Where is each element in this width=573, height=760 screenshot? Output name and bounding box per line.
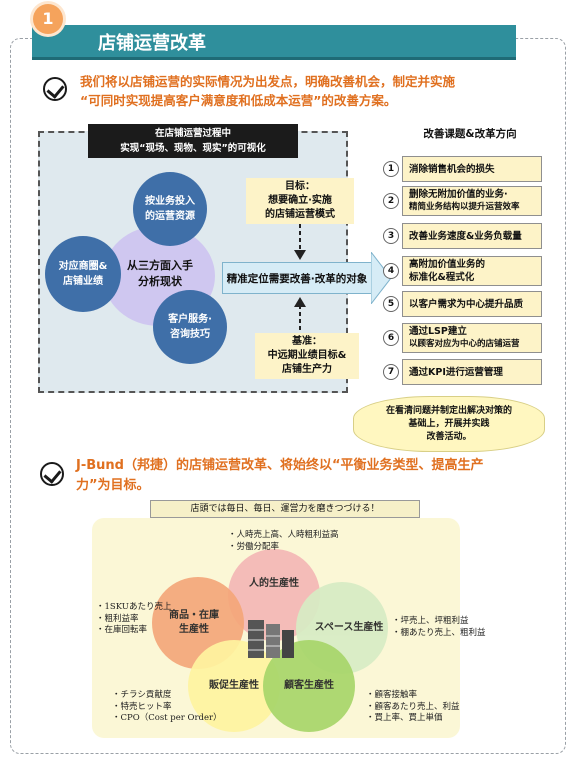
improvement-item-1: 消除销售机会的损失 [402, 156, 542, 182]
item-7-line-1: 通过KPI进行运营管理 [409, 366, 503, 378]
note-space-1: ・坪売上、坪粗利益 [392, 616, 469, 626]
item-number-1: 1 [383, 161, 399, 177]
note-promo-1: ・チラシ貢献度 [112, 690, 172, 700]
goal-line-1: 目标： [285, 181, 315, 192]
improvement-item-7: 通过KPI进行运营管理 [402, 359, 542, 385]
item-number-3: 3 [383, 228, 399, 244]
trade-area-line-1: 对应商圈& [58, 261, 108, 272]
trade-area-circle: 对应商圈&店铺业绩 [45, 236, 121, 312]
item-3-line-1: 改善业务速度&业务负载量 [409, 230, 522, 242]
item-1-line-1: 消除销售机会的损失 [409, 163, 495, 175]
store-shelf-icon [248, 620, 294, 658]
item-number-2: 2 [383, 193, 399, 209]
center-label: 从三方面入手 分析现状 [120, 258, 200, 290]
improvement-cloud: 在看清问题并制定出解决对策的 基础上，开展并实践 改善活动。 [353, 396, 545, 452]
base-line-1: 基准： [292, 336, 322, 347]
note-space-2: ・棚あたり売上、粗利益 [392, 627, 486, 638]
improvement-item-4: 高附加价值业务的标准化&程式化 [402, 256, 542, 286]
up-arrow-icon [294, 297, 306, 331]
promo-productivity-label: 販促生産性 [209, 680, 259, 691]
item-number-5: 5 [383, 296, 399, 312]
note-goods: ・1SKUあたり売上 ・粗利益率 ・在庫回転率 [96, 602, 171, 637]
improvement-item-3: 改善业务速度&业务负载量 [402, 223, 542, 249]
item-6-line-2: 以顾客对应为中心的店铺运营 [409, 339, 520, 349]
person-productivity-label: 人的生産性 [249, 578, 299, 589]
item-number-6: 6 [383, 330, 399, 346]
customer-productivity-label: 顧客生産性 [284, 680, 334, 691]
section-number-badge: 1 [33, 4, 63, 34]
resource-line-1: 按业务投入 [145, 196, 195, 207]
jbund-line-2: 力”为目标。 [76, 478, 150, 493]
note-customer-2: ・顧客あたり売上、利益 [366, 701, 460, 712]
item-4-line-2: 标准化&程式化 [409, 272, 475, 283]
item-2-line-2: 精简业务结构以提升运营效率 [409, 202, 520, 212]
note-goods-3: ・在庫回転率 [96, 625, 148, 635]
right-arrow-head-icon [371, 252, 391, 304]
item-5-line-1: 以客户需求为中心提升品质 [409, 298, 524, 310]
note-customer: ・顧客接触率 ・顧客あたり売上、利益 ・買上率、買上単価 [366, 690, 460, 725]
resource-line-2: 的运营资源 [145, 211, 195, 222]
service-line-1: 客户服务· [168, 314, 212, 325]
center-label-line-2: 分析现状 [138, 275, 182, 288]
base-line-3: 店铺生产力 [282, 364, 332, 375]
item-number-7: 7 [383, 364, 399, 380]
section-header-bar [32, 25, 516, 60]
jbund-statement: J-Bund（邦捷）的店铺运营改革、将始终以“平衡业务类型、提高生产 力”为目标… [76, 456, 484, 496]
improvement-item-6: 通过LSP建立以顾客对应为中心的店铺运营 [402, 323, 542, 353]
goal-line-2: 想要确立·实施 [268, 195, 332, 206]
down-arrow-icon [294, 224, 306, 260]
item-2-line-1: 删除无附加价值的业务· [409, 189, 508, 200]
item-4-line-1: 高附加价值业务的 [409, 259, 486, 270]
base-box: 基准： 中远期业绩目标& 店铺生产力 [255, 333, 359, 379]
note-promo: ・チラシ貢献度 ・特売ヒット率 ・CPO（Cost per Order） [112, 690, 222, 725]
note-person-2: ・労働分配率 [228, 541, 280, 552]
center-label-line-1: 从三方面入手 [127, 259, 193, 272]
improvement-title: 改善课题&改革方向 [423, 128, 517, 140]
note-customer-1: ・顧客接触率 [366, 690, 418, 700]
cloud-line-3: 改善活动。 [426, 431, 472, 442]
service-line-2: 咨询技巧 [170, 329, 210, 340]
cloud-line-1: 在看清问题并制定出解决对策的 [385, 405, 512, 416]
space-productivity-label: スペース生産性 [314, 622, 384, 633]
goods-productivity-label-1: 商品・在庫 [169, 610, 219, 621]
analysis-panel-title: 在店铺运营过程中 实现“现场、现物、现实”的可视化 [88, 124, 298, 158]
intro-line-2: “可同时实现提高客户满意度和低成本运营”的改善方案。 [80, 93, 397, 108]
target-arrow-band: 精准定位需要改善·改革的对象 [222, 262, 372, 294]
note-goods-2: ・粗利益率 [96, 613, 139, 624]
intro-text: 我们将以店铺运营的实际情况为出发点，明确改善机会，制定并实施 “可同时实现提高客… [80, 72, 455, 110]
panel-title-line-2: 实现“现场、现物、现实”的可视化 [120, 143, 266, 154]
goal-box: 目标： 想要确立·实施 的店铺运营模式 [246, 178, 354, 224]
note-customer-3: ・買上率、買上単価 [366, 713, 443, 723]
note-promo-3: ・CPO（Cost per Order） [112, 713, 222, 723]
check-icon-2 [40, 462, 64, 486]
improvement-item-5: 以客户需求为中心提升品质 [402, 291, 542, 317]
cloud-line-2: 基础上，开展并实践 [408, 418, 490, 429]
check-icon [43, 77, 67, 101]
section-title: 店铺运营改革 [98, 33, 206, 54]
customer-service-circle: 客户服务· 咨询技巧 [153, 290, 227, 364]
goal-line-3: 的店铺运营模式 [265, 209, 335, 220]
note-goods-1: ・1SKUあたり売上 [96, 602, 172, 612]
resource-circle: 按业务投入的运营资源 [133, 172, 207, 246]
note-person-1: ・人時売上高、人時粗利益高 [228, 530, 339, 540]
item-6-line-1: 通过LSP建立 [409, 326, 467, 337]
improvement-item-2: 删除无附加价值的业务· 精简业务结构以提升运营效率 [402, 186, 542, 216]
jbund-line-1: J-Bund（邦捷）的店铺运营改革、将始终以“平衡业务类型、提高生产 [76, 458, 484, 473]
panel-title-line-1: 在店铺运营过程中 [154, 128, 231, 139]
note-promo-2: ・特売ヒット率 [112, 701, 172, 712]
goods-productivity-label-2: 生産性 [179, 624, 209, 635]
base-line-2: 中远期业绩目标& [267, 350, 347, 361]
intro-line-1: 我们将以店铺运营的实际情况为出发点，明确改善机会，制定并实施 [80, 74, 456, 89]
note-person: ・人時売上高、人時粗利益高 ・労働分配率 [228, 530, 339, 553]
item-number-4: 4 [383, 263, 399, 279]
productivity-banner: 店頭では毎日、毎日、運営力を磨きつづける！ [150, 500, 420, 518]
note-space: ・坪売上、坪粗利益 ・棚あたり売上、粗利益 [392, 616, 486, 639]
trade-area-line-2: 店铺业绩 [62, 276, 103, 287]
